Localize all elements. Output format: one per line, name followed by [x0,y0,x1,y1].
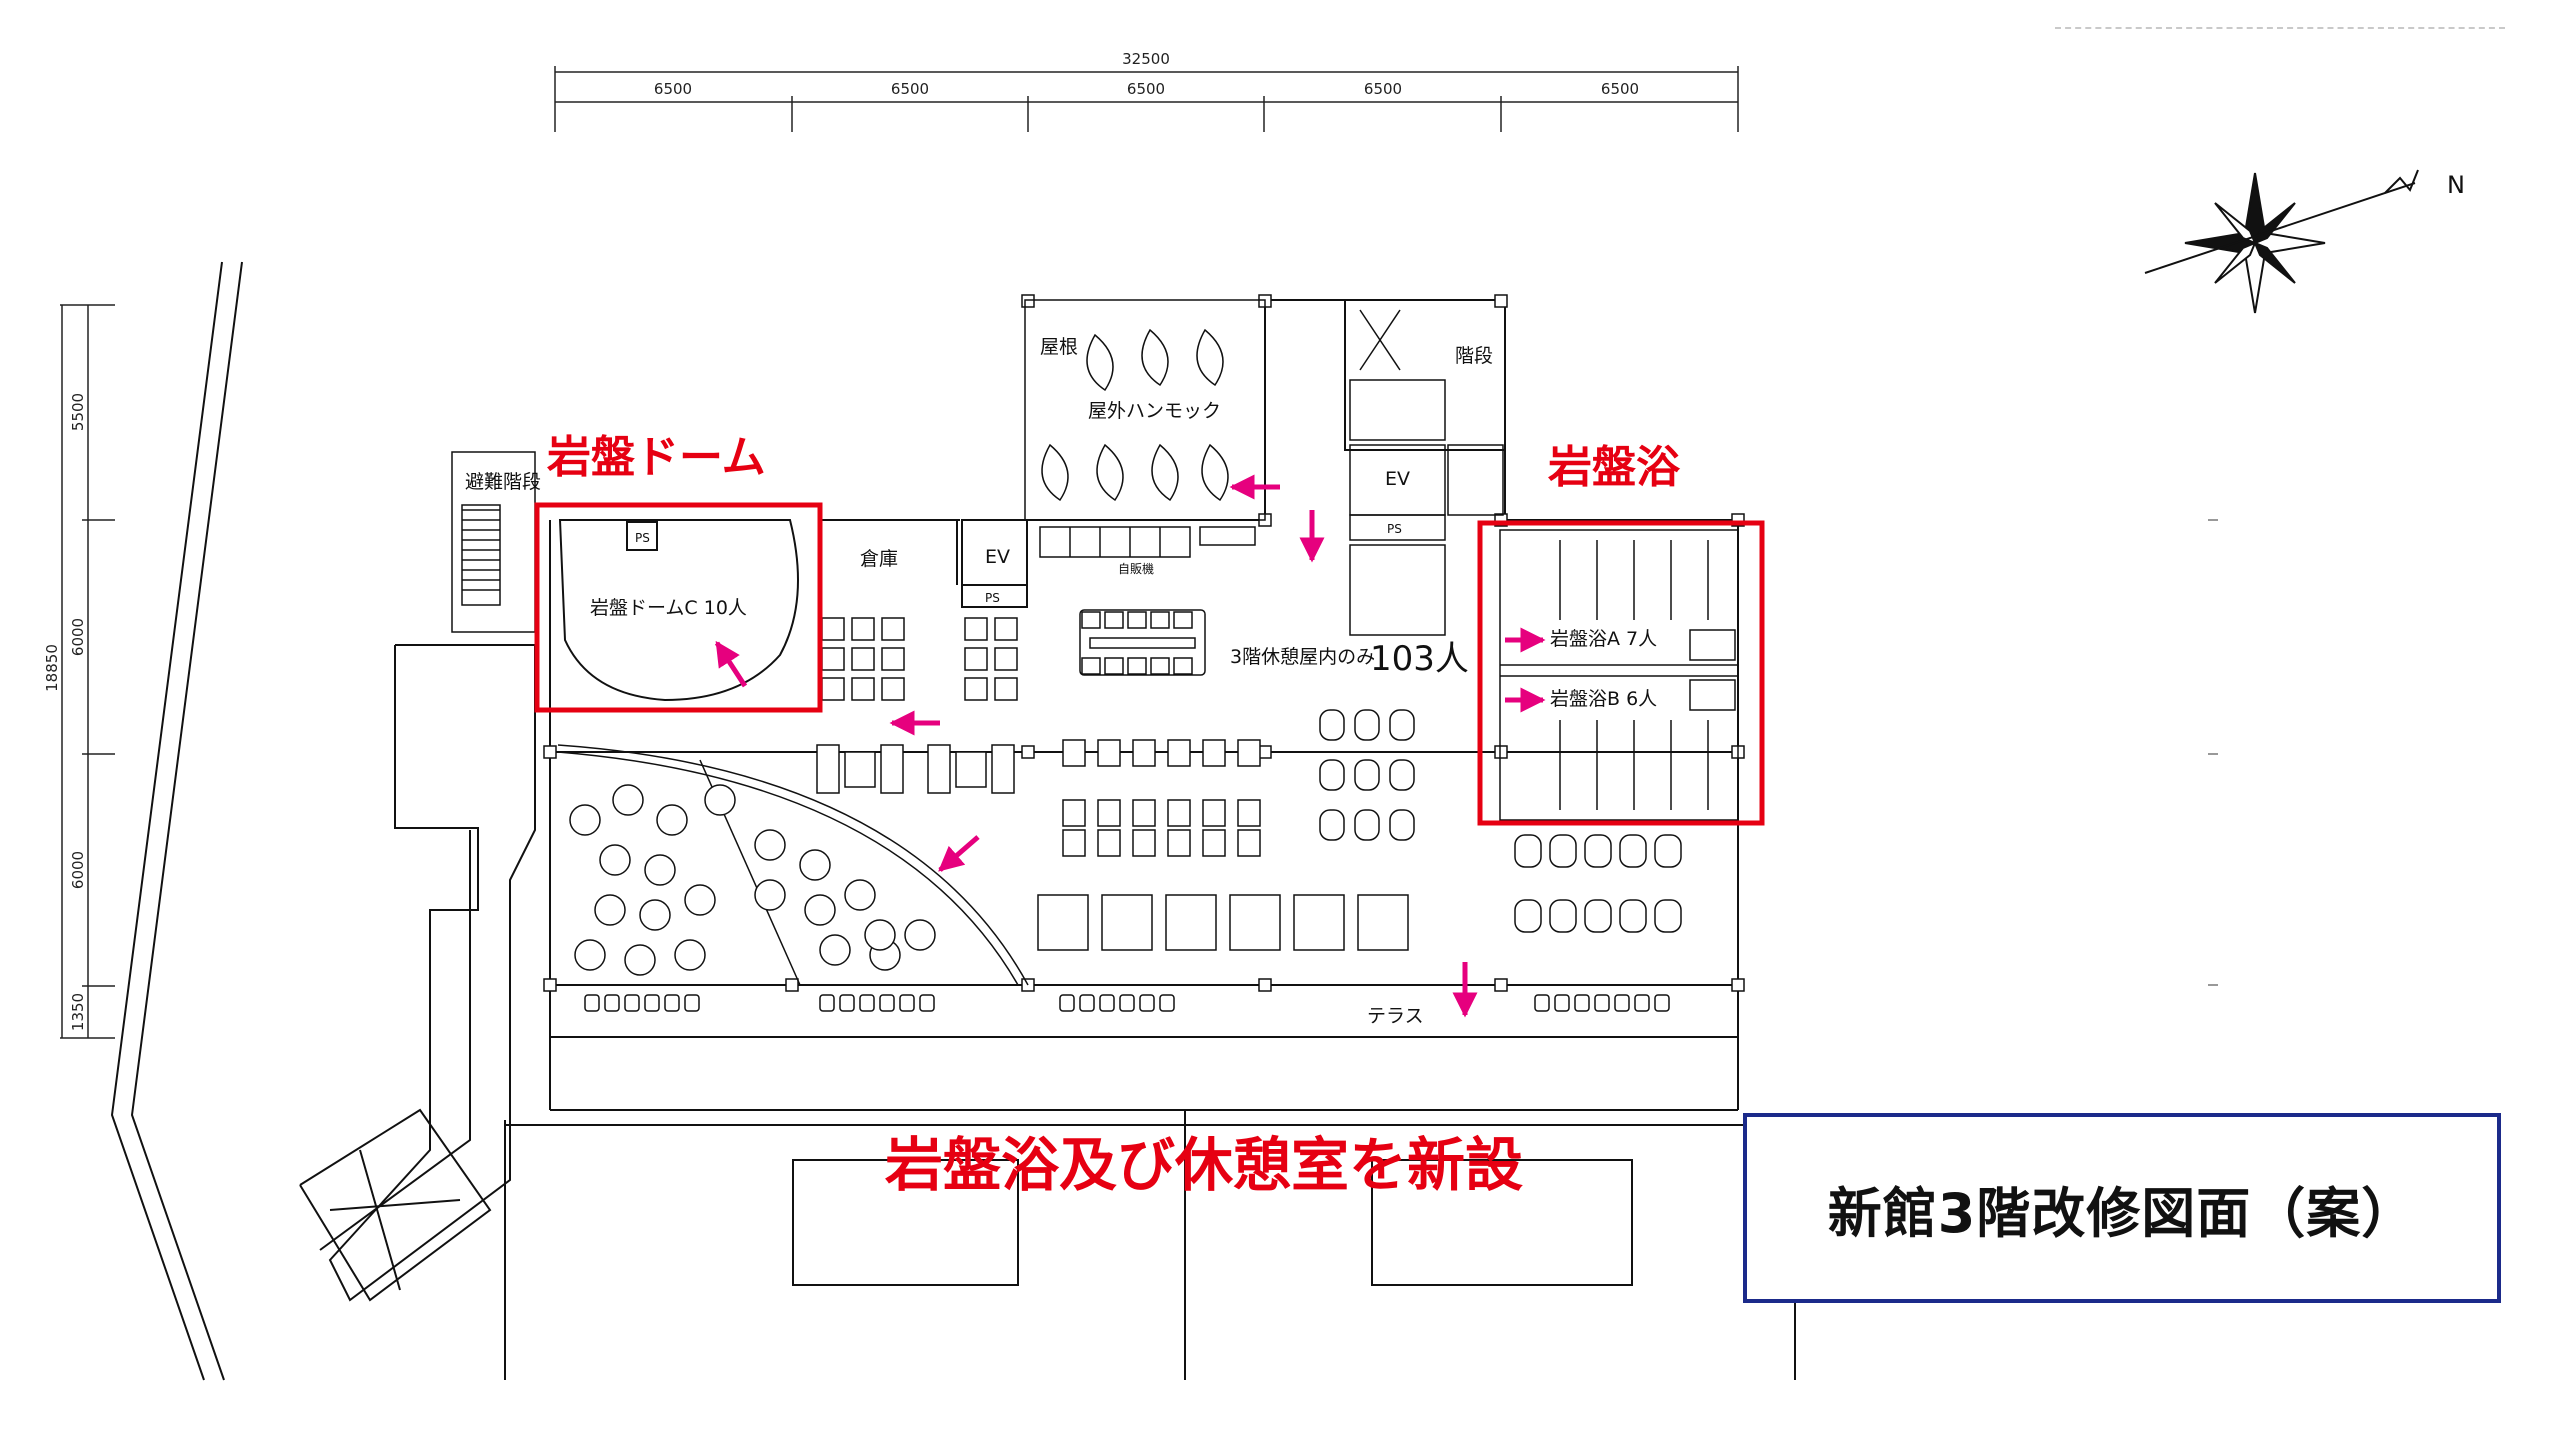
ev-ps-label: PS [985,591,1000,605]
drawing-title-box: 新館3階改修図面（案） [1743,1113,2501,1303]
round-tables [557,744,1029,986]
dim-total-width: 32500 [1122,50,1170,68]
dome-room [558,519,799,702]
dim-row: 6000 [69,618,87,656]
bath-rooms [1499,529,1739,821]
flow-arrows [714,474,1546,1018]
storage-ev [820,519,1028,608]
hammock-area [1024,299,1266,558]
right-margin-ticks [2208,519,2218,986]
terrace-seats [584,994,1670,1012]
vending-label: 自販機 [1118,561,1154,576]
site-outline [110,261,536,1381]
drawing-title: 新館3階改修図面（案） [1827,1181,2417,1245]
core-ps-label: PS [1387,522,1402,536]
hammock-label: 屋外ハンモック [1088,400,1221,422]
lounge-seating [816,609,1682,951]
evac-stairs [451,451,536,633]
dim-row: 6000 [69,851,87,889]
left-dimension [60,304,115,1039]
highlight-boxes [534,502,1765,826]
dim-row: 5500 [69,393,87,431]
dim-bay: 6500 [891,80,929,98]
svg-text:N: N [2447,171,2465,199]
stairs-label: 階段 [1455,345,1493,367]
dim-bay: 6500 [1601,80,1639,98]
dim-bay: 6500 [654,80,692,98]
north-arrow-icon: N [2144,169,2465,314]
storage-label: 倉庫 [860,548,898,570]
lounge-capacity: 103人 [1370,639,1469,679]
callout-bath: 岩盤浴 [1548,442,1681,493]
roof-label: 屋根 [1040,336,1078,358]
dome-ps-label: PS [635,531,650,545]
dim-row: 1350 [69,993,87,1031]
callout-new-facility: 岩盤浴及び休憩室を新設 [885,1131,1523,1199]
bath-a-label: 岩盤浴A 7人 [1550,628,1657,650]
evac-stairs-label: 避難階段 [465,471,541,493]
dim-bay: 6500 [1364,80,1402,98]
ev-label: EV [985,546,1010,568]
callout-dome: 岩盤ドーム [547,432,766,483]
terrace-label: テラス [1367,1005,1424,1027]
core-stairs [1349,309,1504,636]
dim-bay: 6500 [1127,80,1165,98]
header-divider [2055,27,2505,29]
top-dimension [554,66,1739,132]
bath-b-label: 岩盤浴B 6人 [1550,688,1657,710]
dim-total-depth: 18850 [43,644,61,692]
lounge-capacity-prefix: 3階休憩屋内のみ [1230,646,1375,668]
dome-room-label: 岩盤ドームC 10人 [590,597,747,619]
core-ev-label: EV [1385,468,1410,490]
